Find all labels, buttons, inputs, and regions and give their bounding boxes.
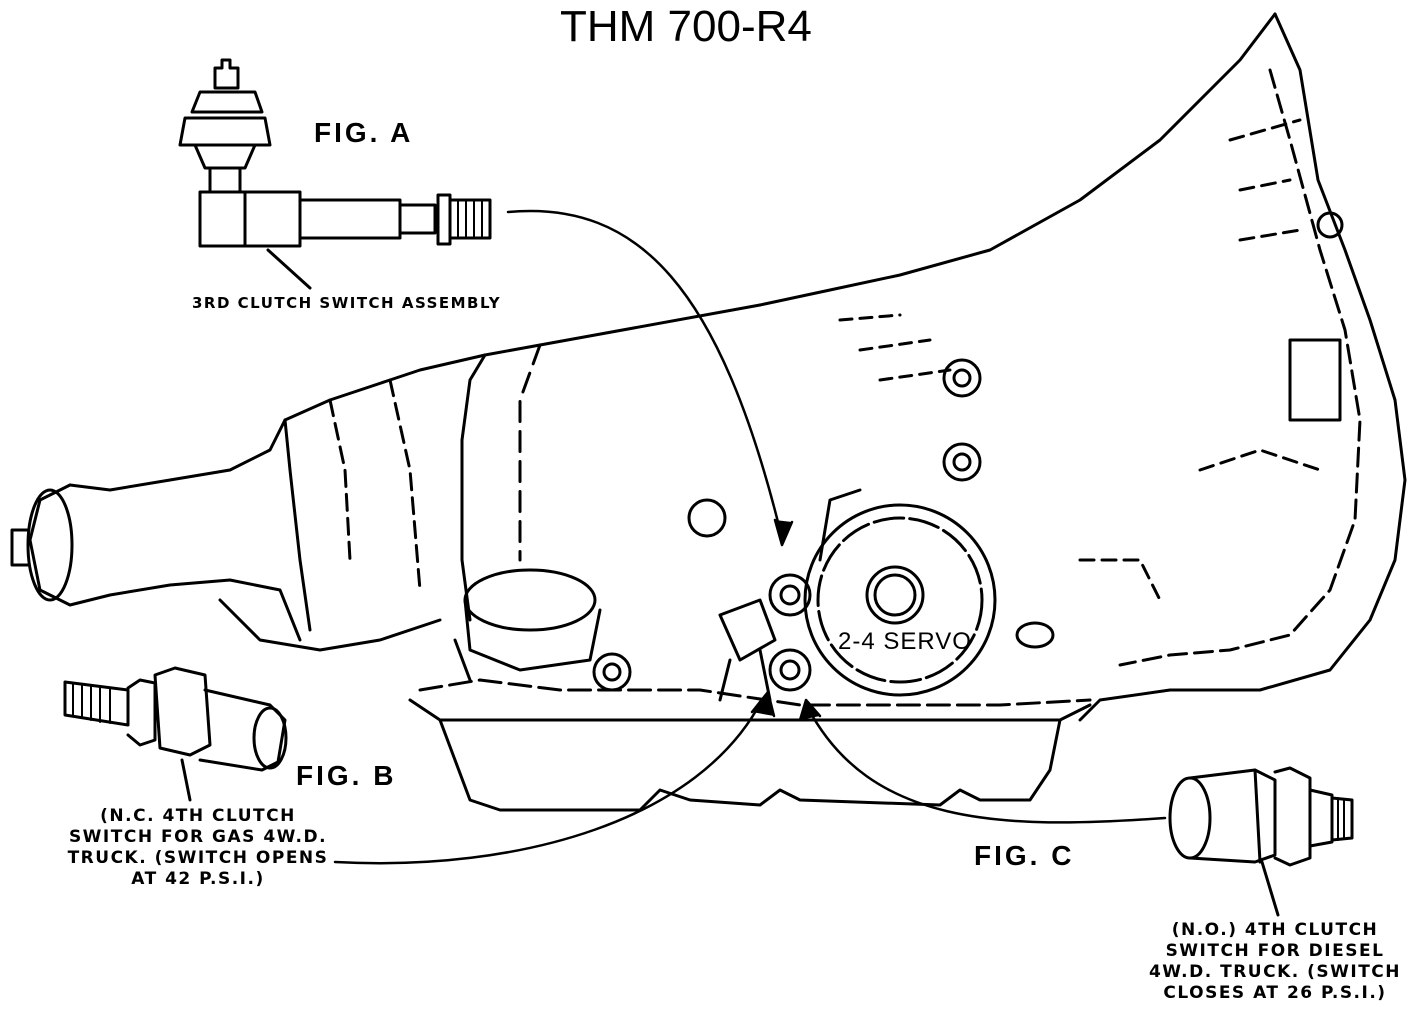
leader-lines (333, 209, 1167, 865)
third-clutch-switch-drawing (178, 58, 492, 290)
fig-c-caption: (N.O.) 4TH CLUTCH SWITCH FOR DIESEL 4W.D… (1130, 920, 1420, 1004)
transmission-case (460, 12, 1407, 722)
fig-b-caption-line: TRUCK. (SWITCH OPENS (67, 848, 329, 868)
valve-body-details (463, 558, 1162, 702)
fig-c-label: FIG. C (974, 840, 1075, 871)
fig-b-caption: (N.C. 4TH CLUTCH SWITCH FOR GAS 4W.D. TR… (58, 806, 338, 890)
fig-a-caption: 3RD CLUTCH SWITCH ASSEMBLY (192, 294, 502, 312)
diagram-title: THM 700-R4 (560, 2, 812, 51)
fig-c-caption-line: SWITCH FOR DIESEL (1165, 941, 1385, 961)
fig-c-caption-line: (N.O.) 4TH CLUTCH (1171, 920, 1379, 940)
fig-c-caption-line: CLOSES AT 26 P.S.I.) (1163, 983, 1387, 1003)
fig-c-caption-line: 4W.D. TRUCK. (SWITCH (1148, 962, 1402, 982)
fig-b-caption-line: SWITCH FOR GAS 4W.D. (68, 827, 328, 847)
servo-cover (803, 488, 997, 697)
fig-b-label: FIG. B (296, 760, 397, 791)
diesel-fourth-clutch-switch-drawing (1168, 766, 1354, 917)
servo-label: 2-4 SERVO (838, 628, 972, 655)
gas-fourth-clutch-switch-drawing (63, 666, 288, 802)
extension-housing (10, 353, 487, 652)
fig-b-caption-line: AT 42 P.S.I.) (131, 869, 265, 889)
fig-a-label: FIG. A (314, 117, 414, 148)
fig-b-caption-line: (N.C. 4TH CLUTCH (100, 806, 296, 826)
